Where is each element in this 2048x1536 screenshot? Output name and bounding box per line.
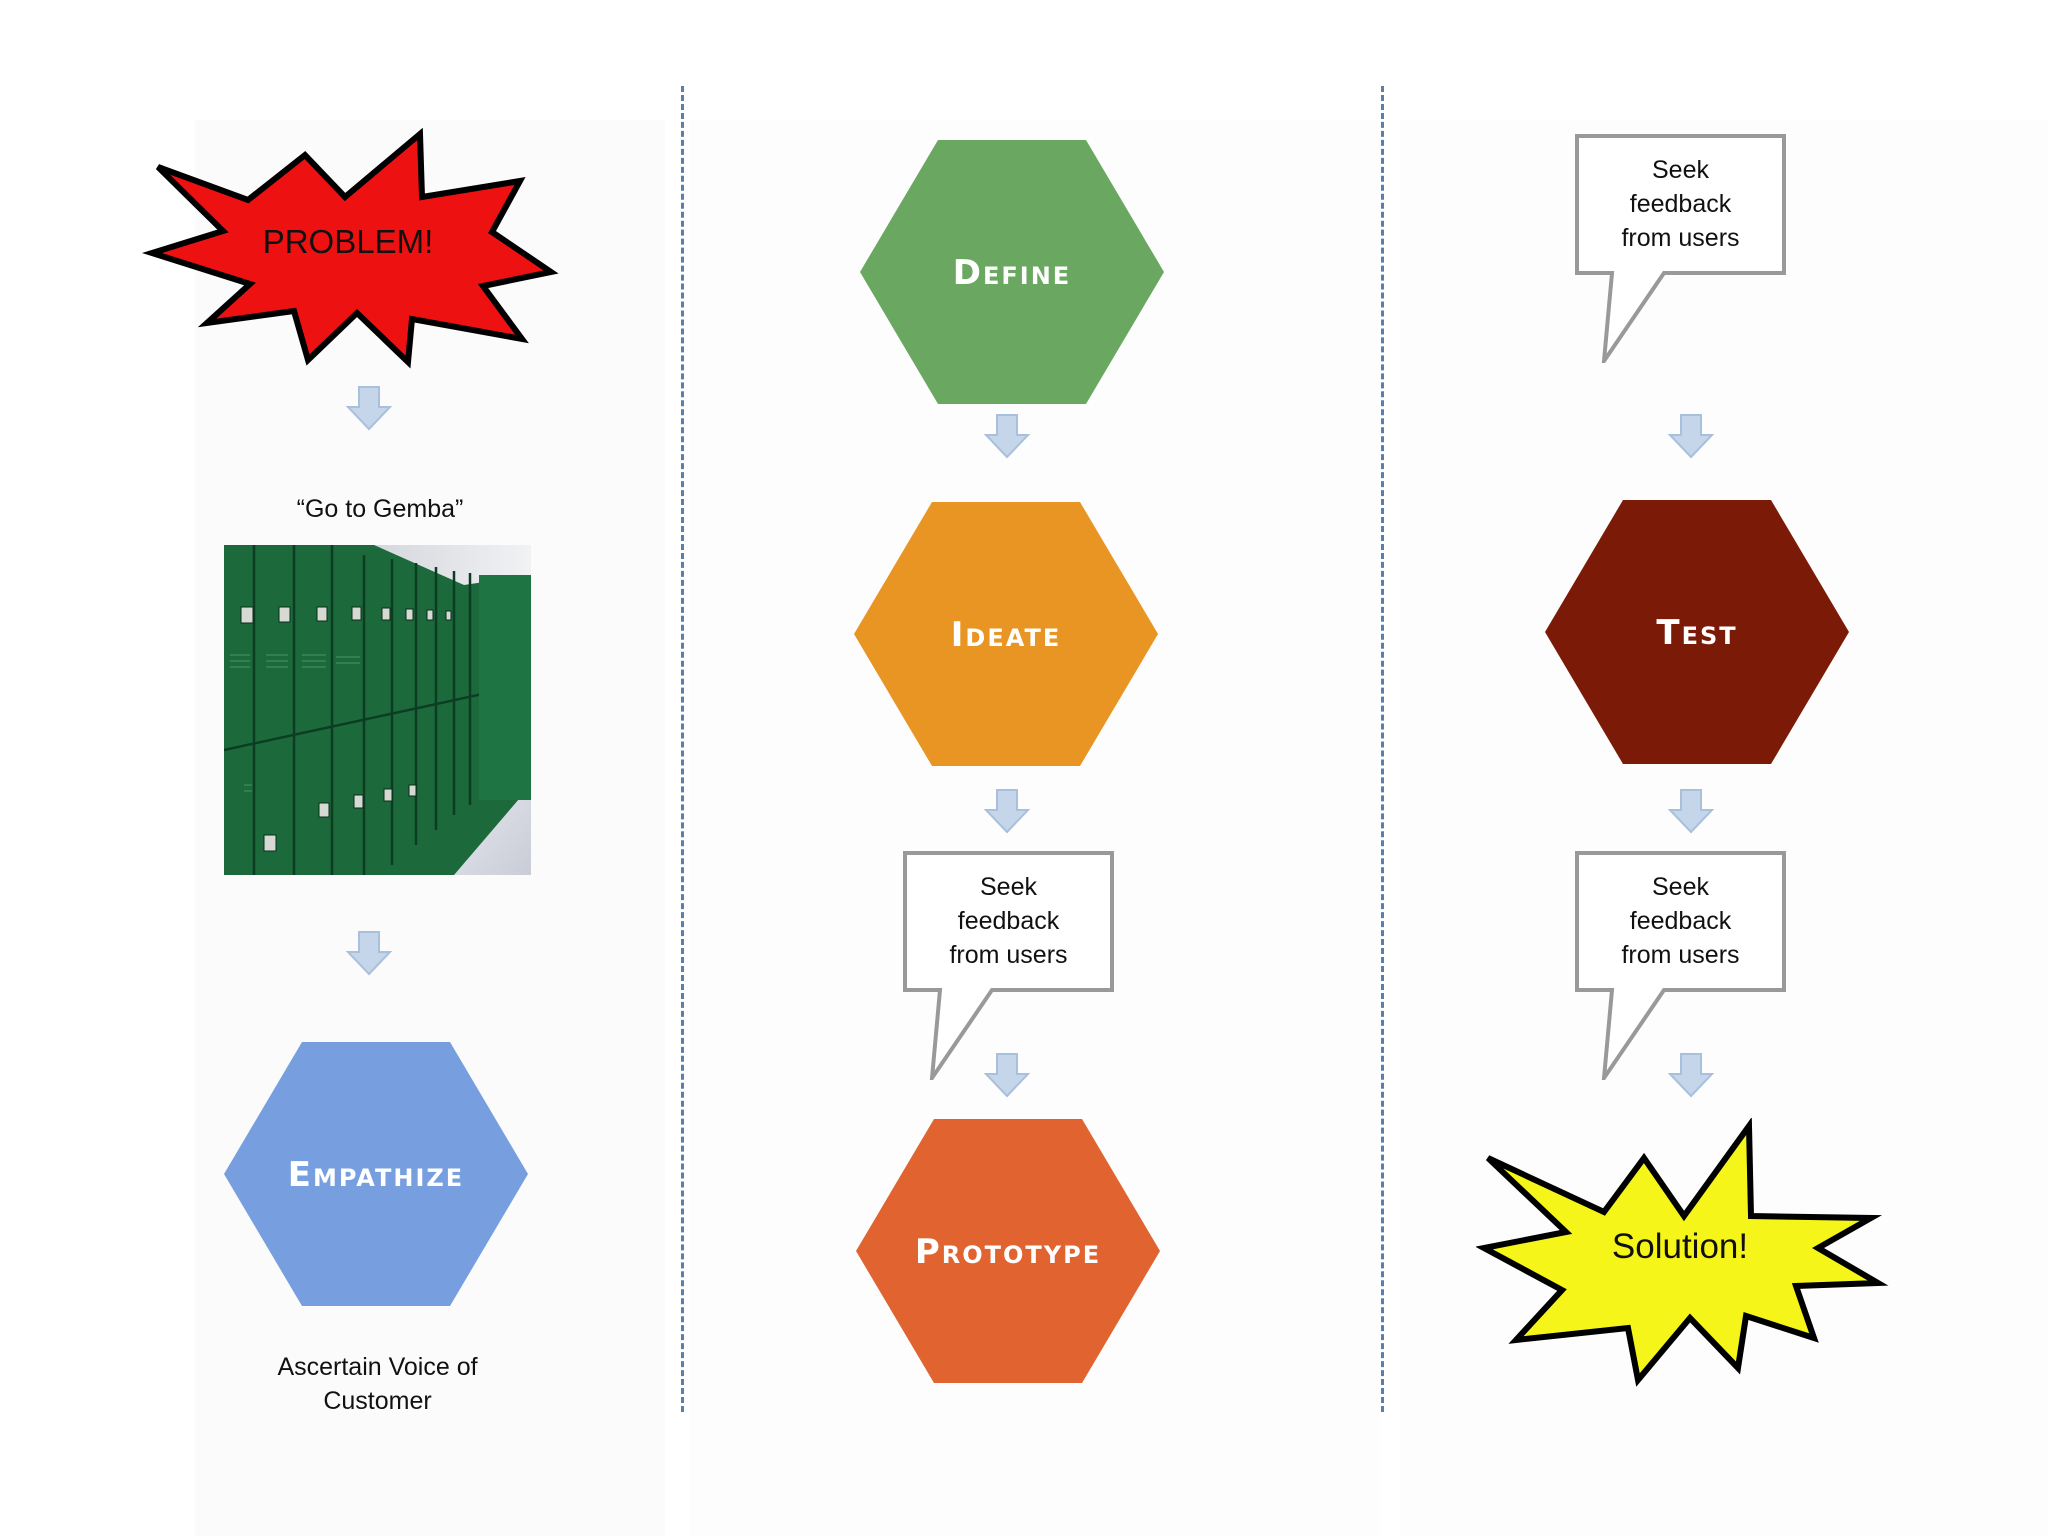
define-hexagon: Define xyxy=(860,140,1164,404)
down-arrow-icon xyxy=(345,931,393,976)
ideate-hexagon: Ideate xyxy=(854,502,1158,766)
define-label: Define xyxy=(953,253,1071,293)
problem-burst: PROBLEM! xyxy=(141,127,559,369)
down-arrow-icon xyxy=(1667,414,1715,459)
feedback-bottom-line-2: feedback xyxy=(1629,907,1732,935)
feedback-callout-right-top xyxy=(1575,134,1786,363)
column-divider-left xyxy=(681,86,684,1412)
feedback-line-3: from users xyxy=(949,941,1068,969)
empathize-caption-line-1: Ascertain Voice of xyxy=(277,1353,478,1381)
down-arrow-icon xyxy=(983,789,1031,834)
column-divider-right xyxy=(1381,86,1384,1412)
test-hexagon: Test xyxy=(1545,500,1849,764)
feedback-callout-right-top-text: Seek feedback from users xyxy=(1577,153,1784,255)
empathize-caption: Ascertain Voice of Customer xyxy=(230,1350,525,1418)
feedback-bottom-line-3: from users xyxy=(1621,941,1740,969)
feedback-top-line-2: feedback xyxy=(1629,190,1732,218)
feedback-bottom-line-1: Seek xyxy=(1652,873,1709,901)
empathize-label: Empathize xyxy=(288,1155,464,1195)
feedback-top-line-1: Seek xyxy=(1652,156,1709,184)
prototype-label: Prototype xyxy=(915,1232,1101,1272)
feedback-top-line-3: from users xyxy=(1621,224,1740,252)
down-arrow-icon xyxy=(983,1053,1031,1098)
down-arrow-icon xyxy=(983,414,1031,459)
empathize-hexagon: Empathize xyxy=(224,1042,528,1306)
solution-burst-label: Solution! xyxy=(1612,1227,1748,1266)
solution-burst: Solution! xyxy=(1476,1118,1889,1387)
gemba-caption: “Go to Gemba” xyxy=(296,495,464,523)
feedback-callout-middle xyxy=(903,851,1114,1080)
test-label: Test xyxy=(1656,613,1737,653)
ideate-label: Ideate xyxy=(951,615,1061,655)
school-lockers-photo xyxy=(224,545,531,875)
feedback-callout-middle-text: Seek feedback from users xyxy=(905,870,1112,972)
down-arrow-icon xyxy=(1667,789,1715,834)
problem-burst-label: PROBLEM! xyxy=(263,223,434,260)
feedback-line-2: feedback xyxy=(957,907,1060,935)
down-arrow-icon xyxy=(1667,1053,1715,1098)
feedback-callout-right-bottom xyxy=(1575,851,1786,1080)
feedback-callout-right-bottom-text: Seek feedback from users xyxy=(1577,870,1784,972)
empathize-caption-line-2: Customer xyxy=(323,1387,432,1415)
feedback-line-1: Seek xyxy=(980,873,1037,901)
prototype-hexagon: Prototype xyxy=(856,1119,1160,1383)
down-arrow-icon xyxy=(345,386,393,431)
